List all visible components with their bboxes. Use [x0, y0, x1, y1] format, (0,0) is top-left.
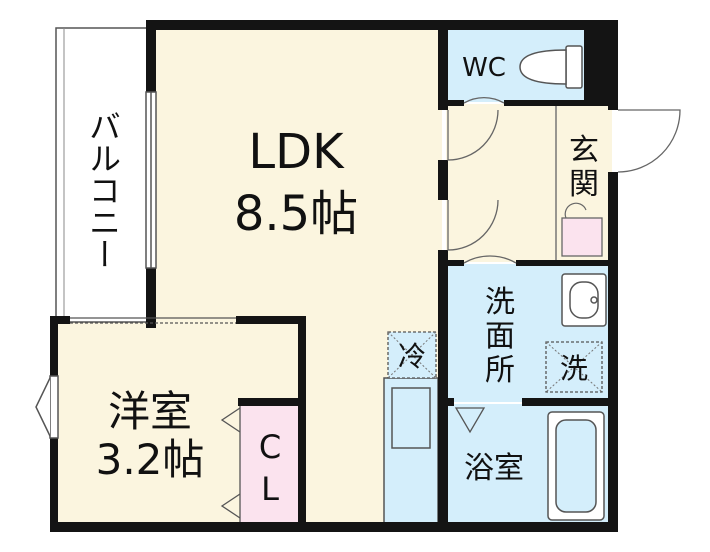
door-swings	[447, 96, 681, 264]
closet-doors	[220, 406, 241, 522]
washroom-label-3: 所	[485, 353, 515, 388]
entrance-details	[555, 106, 603, 260]
washer-cross	[545, 341, 603, 393]
fridge-cross	[387, 331, 437, 379]
entrance-label-2: 関	[569, 167, 599, 202]
window-western	[35, 375, 59, 439]
bathtub-icon	[547, 411, 605, 521]
ldk-size: 8.5帖	[234, 186, 358, 242]
closet-label-bottom: L	[261, 470, 279, 508]
toilet-icon	[519, 45, 583, 89]
sliding-door-western	[70, 317, 236, 324]
wc-label: WC	[462, 53, 506, 83]
bath-door-icon	[454, 407, 486, 434]
balcony-label: バルコニー	[84, 110, 122, 270]
western-room-size: 3.2帖	[96, 435, 205, 484]
shoe-box	[561, 217, 603, 257]
western-room-name: 洋室	[108, 387, 192, 436]
bath-label: 浴室	[464, 451, 524, 486]
washroom-label-1: 洗	[485, 285, 515, 320]
washer-label: 洗	[560, 352, 588, 385]
ldk-name: LDK	[248, 124, 345, 180]
entrance-label-1: 玄	[569, 133, 599, 168]
fridge-label: 冷	[398, 340, 426, 373]
wash-basin-icon	[561, 273, 607, 327]
kitchen-sink	[391, 387, 431, 449]
closet-label-top: C	[259, 428, 281, 466]
walls	[50, 20, 618, 532]
window-balcony	[145, 91, 157, 269]
closet-floor	[240, 404, 300, 526]
washroom-label-2: 面	[485, 319, 515, 354]
